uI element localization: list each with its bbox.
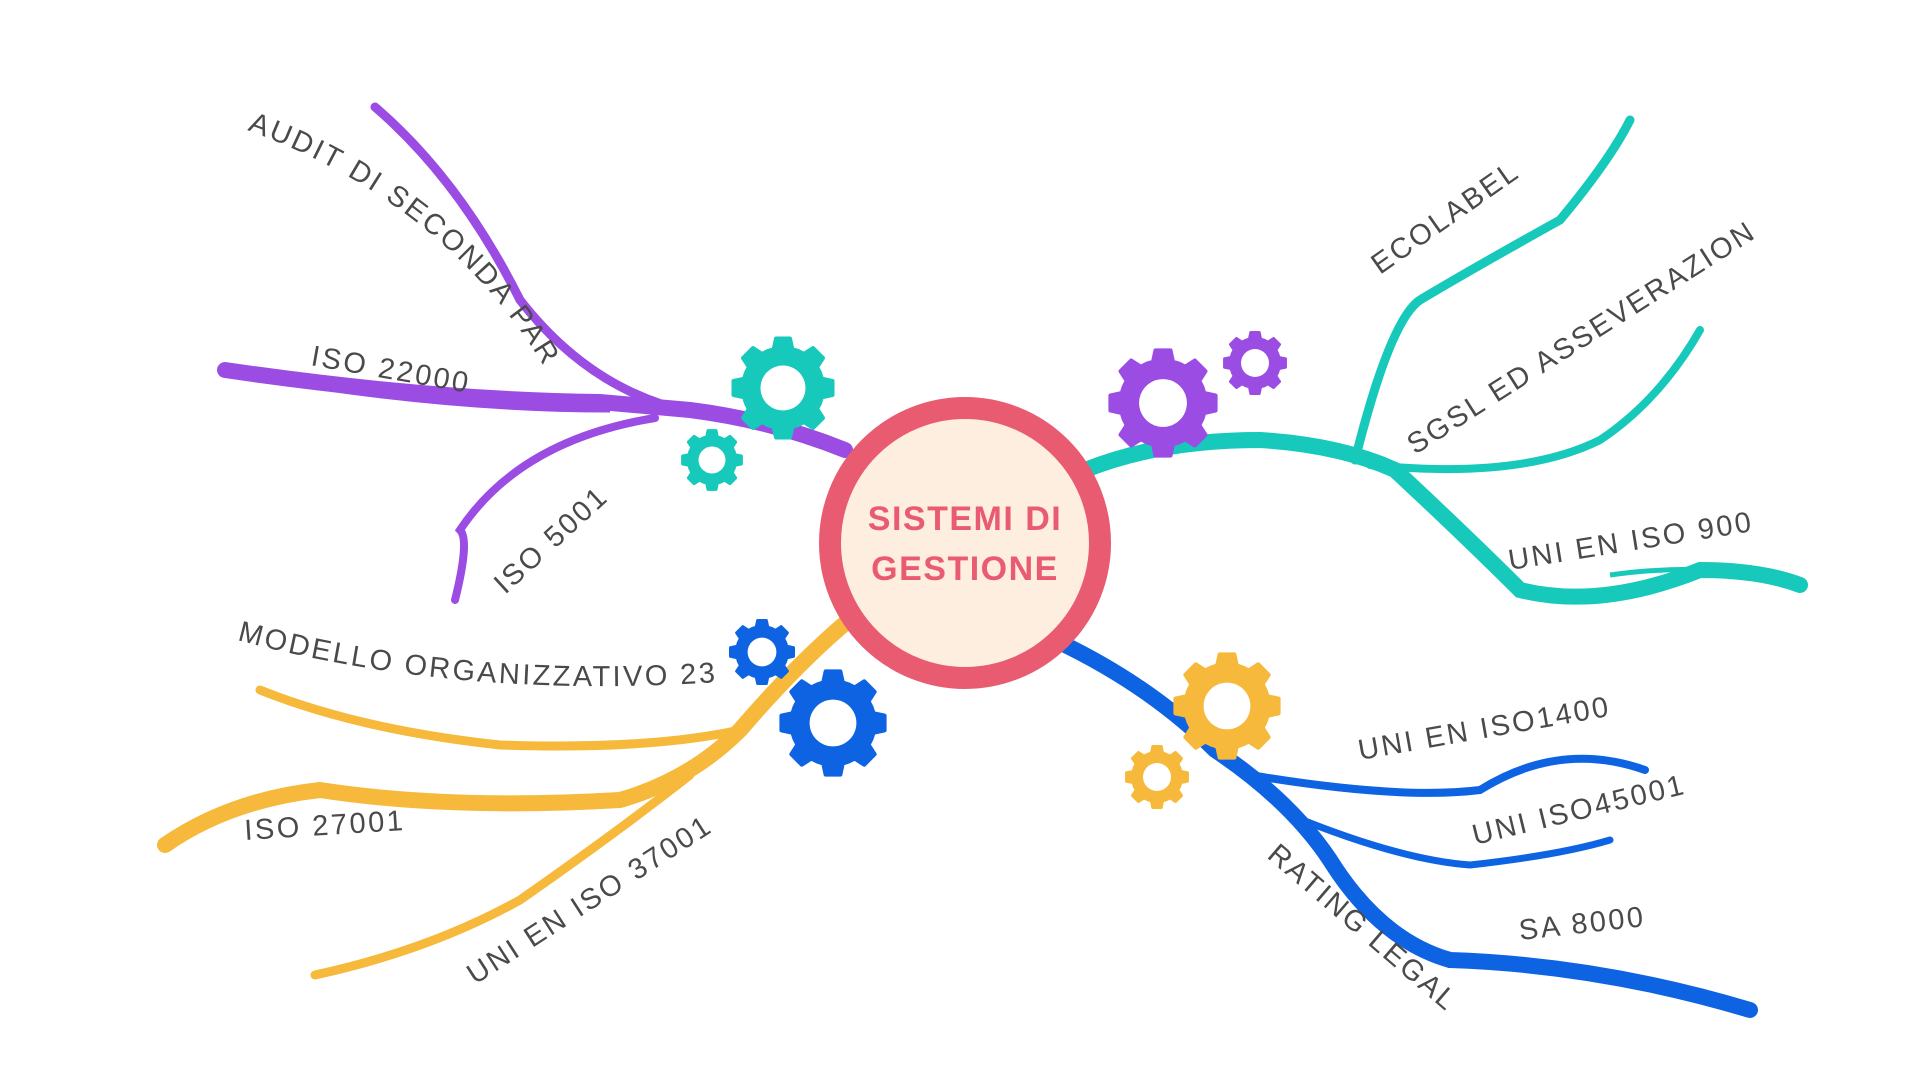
- gear-icon: [1223, 331, 1287, 395]
- gear-icon: [1108, 348, 1218, 458]
- center-title-line-2: GESTIONE: [871, 550, 1059, 588]
- branch-line: [1286, 811, 1614, 869]
- branch-line: [310, 770, 695, 980]
- gear-hole: [1203, 682, 1251, 730]
- gear-hole: [698, 446, 726, 474]
- center-circle: [819, 397, 1111, 689]
- label-iso-27001: ISO 27001: [243, 805, 406, 847]
- branch-trunk: [157, 607, 863, 853]
- gear-icon: [1125, 745, 1189, 809]
- label-ecolabel: ECOLABEL: [1366, 155, 1526, 281]
- branch-yellow: MODELLO ORGANIZZATIVO 231 ISO 27001 UNI …: [0, 0, 863, 991]
- label-uni-en-iso-37001: UNI EN ISO 37001: [461, 809, 718, 991]
- branch-line: [1609, 566, 1801, 588]
- branch-line: [1246, 754, 1649, 797]
- branch-purple: AUDIT DI SECONDA PARTE ISO 22000 ISO 500…: [0, 0, 853, 604]
- branch-trunk: [1047, 632, 1758, 1018]
- branch-line: [451, 414, 659, 604]
- center-title-line-1: SISTEMI DI: [868, 500, 1062, 538]
- gear-hole: [1241, 349, 1269, 377]
- label-rating-legalita: RATING LEGALITA': [0, 0, 1461, 1018]
- center-node: SISTEMI DI GESTIONE: [819, 397, 1111, 689]
- gear-icon: [729, 619, 795, 685]
- branch-line: [1366, 326, 1704, 474]
- gear-icon: [681, 429, 743, 491]
- branch-line: [370, 102, 695, 417]
- branch-line: [224, 369, 611, 413]
- gear-icon: [1173, 652, 1281, 760]
- gear-icon: [731, 336, 835, 440]
- branch-line: [1350, 115, 1635, 465]
- label-audit-seconda-parte: AUDIT DI SECONDA PARTE: [0, 0, 566, 371]
- label-sgsl-ed-asseverazione: SGSL ED ASSEVERAZIONE: [0, 0, 1762, 461]
- branch-line: [1559, 963, 1751, 1014]
- label-iso-5001: ISO 5001: [488, 480, 615, 600]
- gear-hole: [760, 365, 806, 411]
- label-sa-8000: SA 8000: [1517, 901, 1647, 947]
- gear-icon: [779, 669, 887, 777]
- gear-hole: [747, 637, 777, 667]
- branch-line: [255, 685, 745, 751]
- gear-hole: [809, 699, 857, 747]
- gear-hole: [1139, 379, 1187, 427]
- label-modello-organizzativo-231: MODELLO ORGANIZZATIVO 231: [0, 0, 718, 693]
- gear-hole: [1143, 763, 1171, 791]
